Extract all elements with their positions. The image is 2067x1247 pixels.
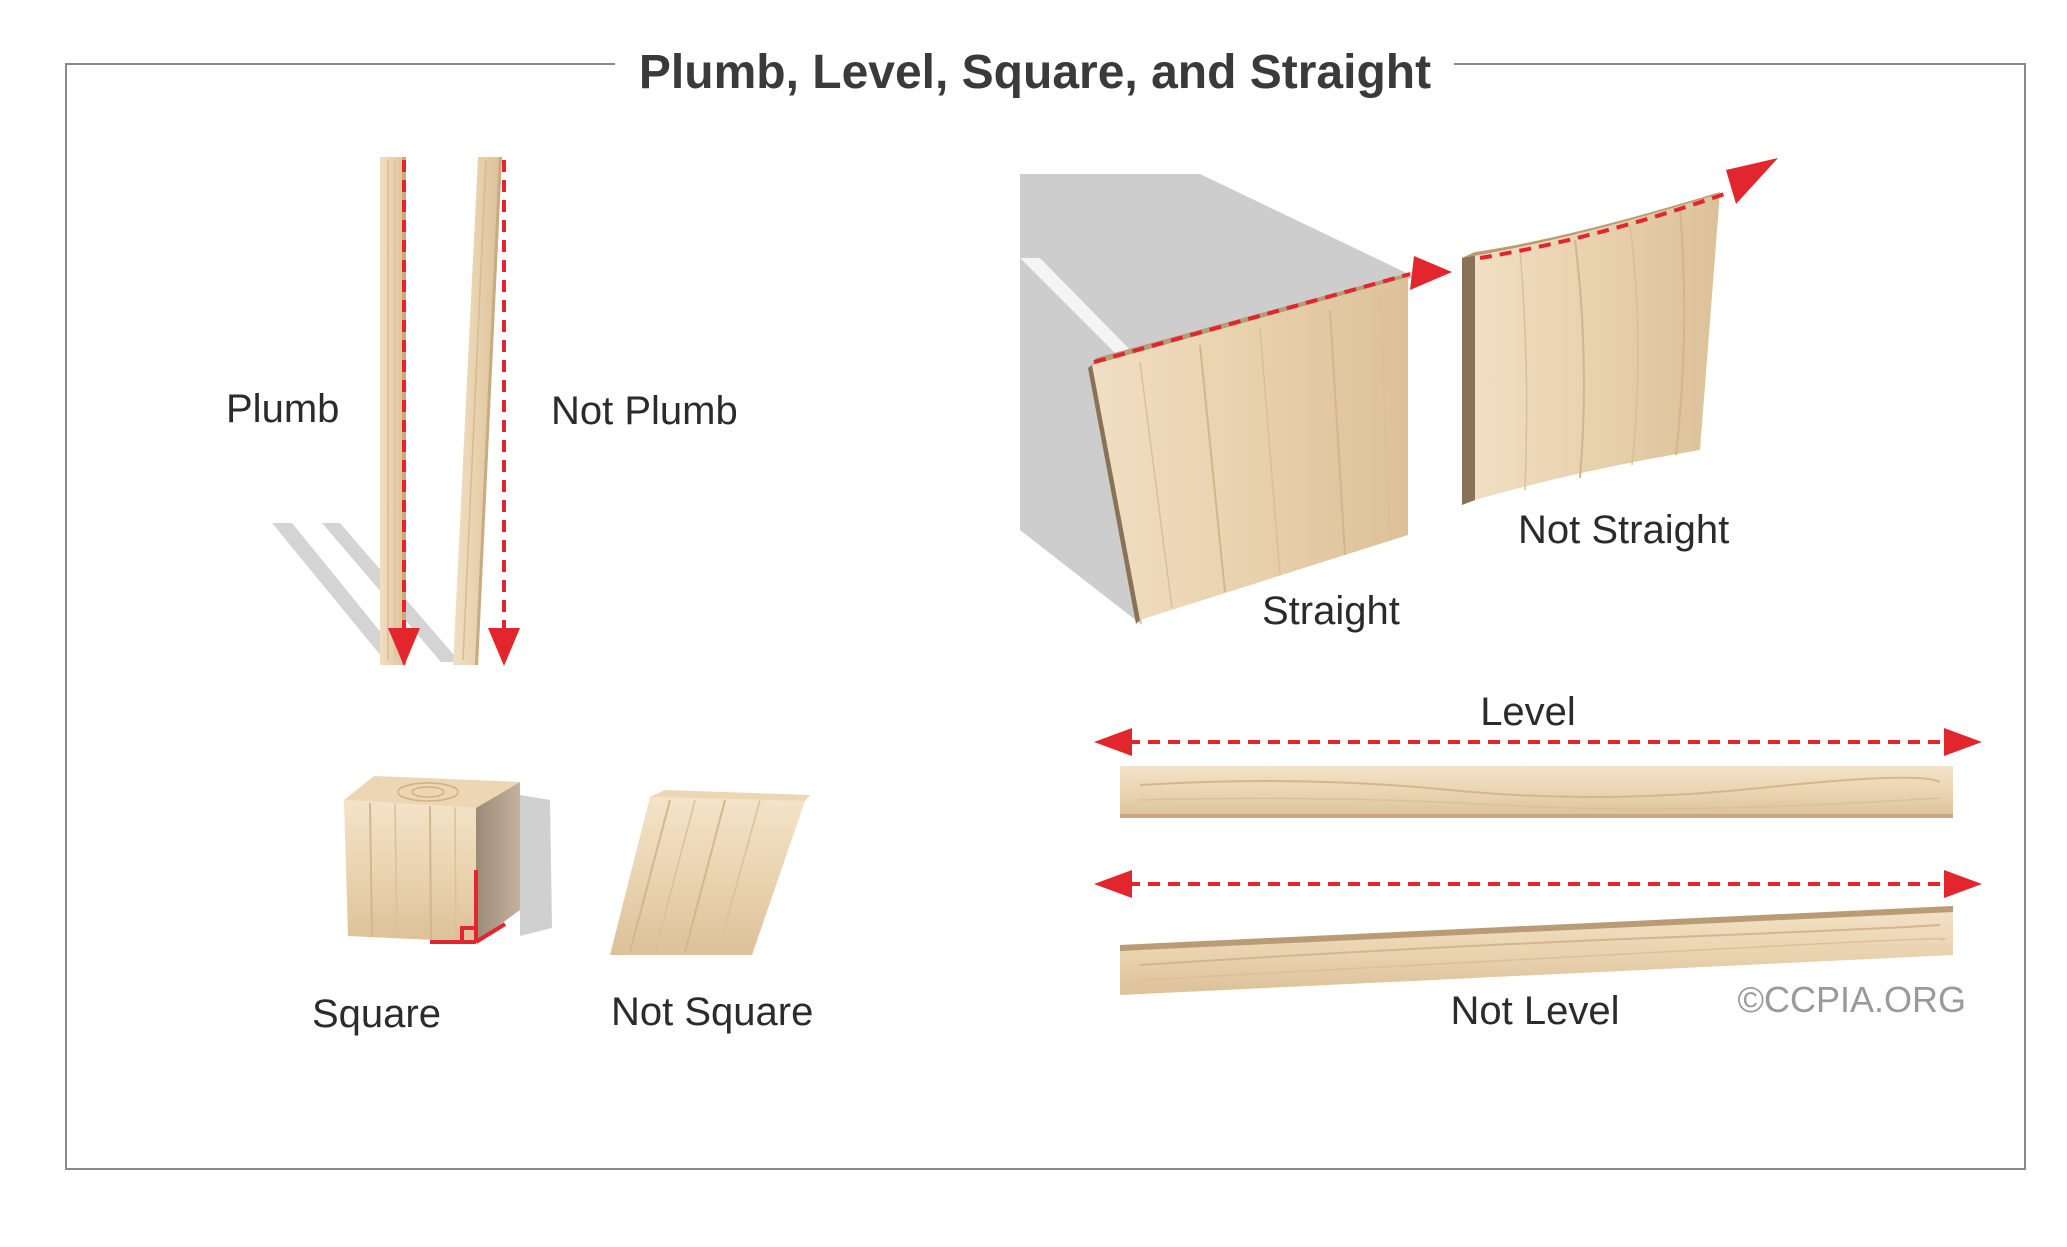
not-plumb-label: Not Plumb xyxy=(551,389,738,433)
straight-group: Straight Not Straight xyxy=(1020,158,1778,633)
straight-board-face xyxy=(1092,277,1408,620)
page-title: Plumb, Level, Square, and Straight xyxy=(639,46,1431,99)
not-straight-label: Not Straight xyxy=(1518,508,1729,552)
copyright-text: ©CCPIA.ORG xyxy=(1737,979,1966,1020)
not-plumb-board xyxy=(453,157,502,665)
square-cube-side xyxy=(476,782,520,942)
not-straight-arrow-line xyxy=(1479,190,1731,260)
not-plumb-arrowhead xyxy=(488,628,520,666)
not-square-block-front xyxy=(610,797,805,955)
not-square-block-top xyxy=(650,790,810,801)
not-straight-arrowhead xyxy=(1726,158,1778,204)
square-angle-mark xyxy=(430,870,507,944)
level-board xyxy=(1120,766,1953,818)
level-arrowhead-right xyxy=(1944,728,1982,756)
plumb-group: Plumb Not Plumb xyxy=(226,157,738,666)
not-level-board xyxy=(1120,906,1953,995)
plumb-arrowhead xyxy=(388,628,420,666)
level-label: Level xyxy=(1480,690,1576,734)
not-straight-board-face xyxy=(1475,192,1720,500)
level-group: Level Not Level xyxy=(1094,690,1982,1033)
not-level-arrowhead-right xyxy=(1944,870,1982,898)
plumb-label: Plumb xyxy=(226,387,339,431)
square-cube-top xyxy=(344,776,520,808)
not-square-label: Not Square xyxy=(611,990,813,1034)
frame-border xyxy=(65,63,2026,1170)
not-level-label: Not Level xyxy=(1451,989,1620,1033)
not-level-arrowhead-left xyxy=(1094,870,1132,898)
square-group: Square Not Square xyxy=(312,776,813,1036)
square-cube-shadow xyxy=(520,795,552,936)
straight-arrow-line xyxy=(1093,272,1411,364)
straight-label: Straight xyxy=(1262,589,1400,633)
plumb-board-shadow xyxy=(272,523,405,662)
straight-arrowhead xyxy=(1410,256,1452,290)
level-arrowhead-left xyxy=(1094,728,1132,756)
frame xyxy=(65,63,2026,1170)
square-cube-front xyxy=(344,800,476,942)
square-label: Square xyxy=(312,992,441,1036)
